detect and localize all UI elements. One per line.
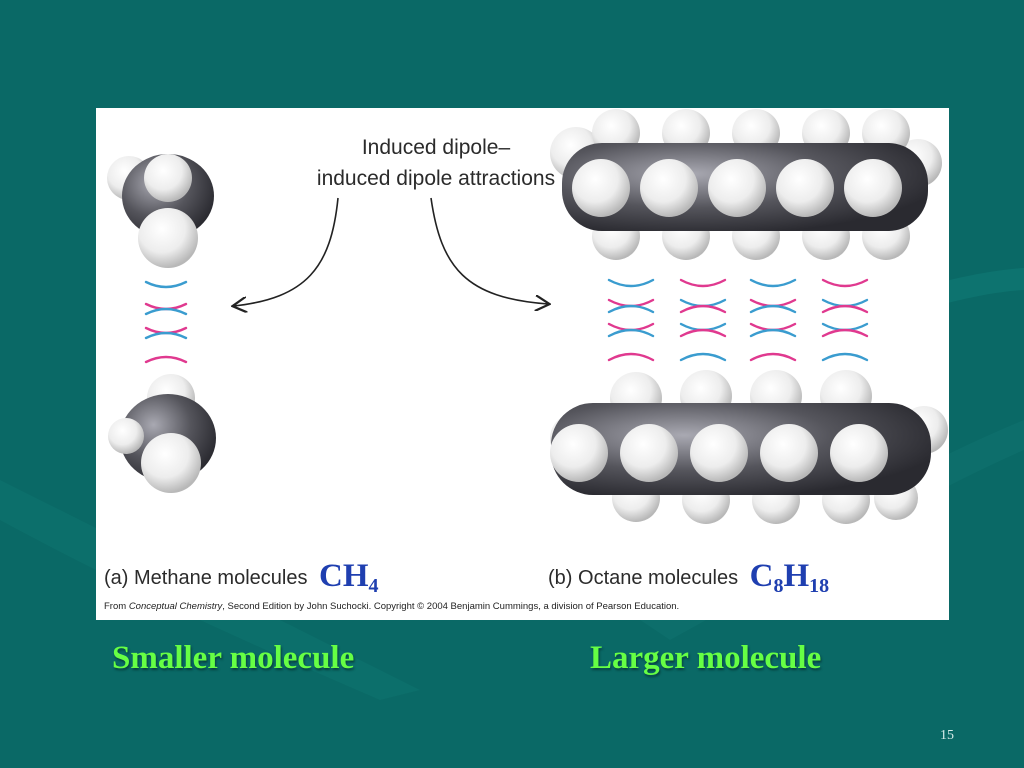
octane-formula: C8H18 [749,558,830,597]
methane-dipole-arcs [144,280,188,364]
arrow-right [430,197,548,304]
panel-a-letter: (a) [104,567,129,589]
callout-line-2: induced dipole attractions [316,167,556,190]
panel-b-letter: (b) [548,567,573,589]
methane-molecule-bottom [108,374,216,493]
methane-formula-sub: 4 [368,575,379,597]
credit-suffix: , Second Edition by John Suchocki. Copyr… [222,601,680,612]
figure-illustration [107,109,948,524]
callout-line-1: Induced dipole– [361,136,511,159]
arrow-left [234,197,339,306]
octane-formula-sub-h: 18 [809,575,830,597]
octane-dipole-arcs [607,278,869,362]
caption-larger-molecule: Larger molecule [590,640,822,676]
credit-prefix: From [104,601,129,612]
octane-formula-sub-c: 8 [773,575,784,597]
octane-molecule-bottom [550,370,948,524]
panel-a-label: (a) Methane molecules CH4 [104,558,379,598]
figure-panel: Induced dipole– induced dipole attractio… [96,108,949,620]
credit-line: From Conceptual Chemistry, Second Editio… [104,601,679,612]
methane-formula: CH4 [319,558,379,597]
methane-formula-main: CH [319,558,369,594]
caption-smaller-molecule: Smaller molecule [112,640,355,676]
slide-number: 15 [940,728,954,743]
octane-molecule-top [550,109,942,260]
octane-formula-h: H [783,558,810,594]
octane-formula-c: C [749,558,774,594]
panel-b-text: Octane molecules [578,567,739,589]
credit-book-title: Conceptual Chemistry [128,601,223,612]
callout-label: Induced dipole– induced dipole attractio… [296,132,576,194]
methane-molecule-top [107,154,214,268]
panel-a-text: Methane molecules [134,567,308,589]
panel-b-label: (b) Octane molecules C8H18 [548,558,829,598]
